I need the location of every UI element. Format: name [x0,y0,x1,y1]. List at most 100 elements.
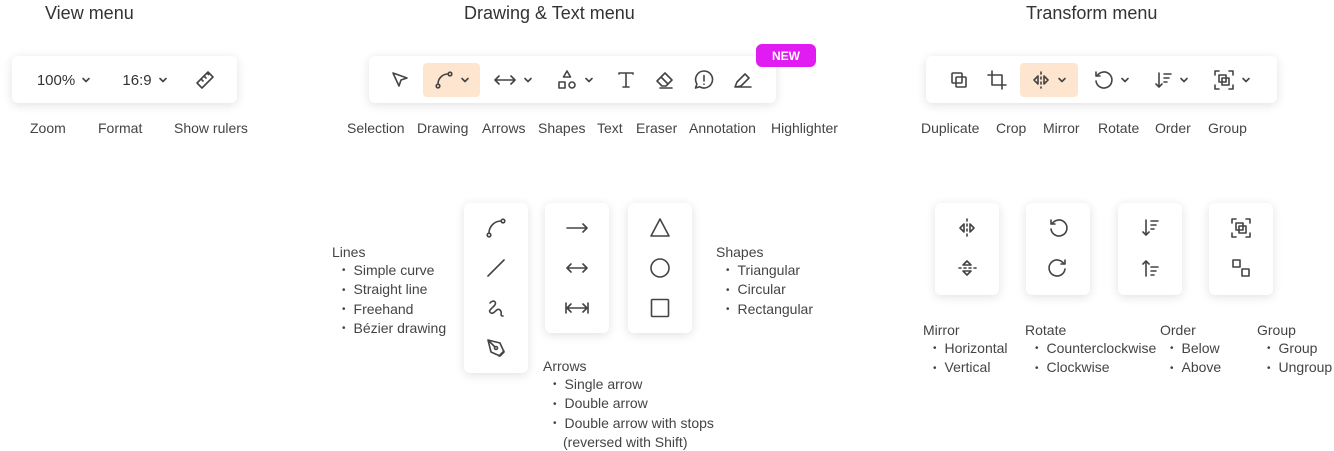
lines-description: LinesSimple curveStraight lineFreehandBé… [332,243,446,338]
eraser-icon [656,72,673,89]
mirror-heading: Mirror [923,322,960,338]
duplicate-label: Duplicate [921,120,980,136]
list-item: Bézier drawing [332,319,447,338]
order-heading: Order [1160,322,1196,338]
zoom-label: Zoom [30,120,66,136]
curve-icon [434,71,453,89]
eraser-label: Eraser [636,120,678,136]
bezier-pen-icon[interactable] [485,337,507,359]
group-submenu [1209,203,1273,295]
mirror-submenu [935,203,999,295]
list-item: Group [1257,339,1332,358]
mirror-horizontal-icon[interactable] [956,217,978,239]
format-value: 16:9 [122,71,152,89]
ungroup-icon[interactable] [1230,257,1252,279]
duplicate-icon [951,72,967,88]
chevron-down-icon [585,77,593,83]
arrows-submenu [545,203,609,333]
mirror-label: Mirror [1043,120,1080,136]
format-dropdown[interactable]: 16:9 [110,63,180,97]
chevron-down-icon [1242,77,1250,83]
group-icon[interactable] [1230,217,1252,239]
bring-above-icon[interactable] [1139,257,1161,279]
chevron-down-icon [158,77,167,83]
rotate-counterclockwise-icon[interactable] [1047,217,1069,239]
order-submenu [1118,203,1182,295]
group-icon [1214,70,1234,90]
zoom-value: 100% [36,71,76,89]
chevron-down-icon [1121,77,1129,83]
annotation-icon [694,70,714,89]
chevron-down-icon [1180,77,1188,83]
rotate-button[interactable] [1086,63,1136,97]
rotate-heading: Rotate [1025,322,1067,338]
ruler-icon [196,71,214,89]
group-button[interactable] [1206,63,1258,97]
annotation-label: Annotation [689,120,756,136]
chevron-down-icon [1058,77,1066,83]
group-heading: Group [1257,322,1296,338]
order-icon [1155,72,1172,88]
rotate-description: RotateCounterclockwiseClockwise [1025,321,1156,378]
arrows-label: Arrows [482,120,526,136]
highlighter-label: Highlighter [771,120,838,136]
group-description: GroupGroupUngroup [1257,321,1332,378]
crop-button[interactable] [980,63,1014,97]
drawing-button[interactable] [423,63,480,97]
view-toolbar: 100% 16:9 [12,56,237,103]
order-button[interactable] [1146,63,1196,97]
list-item: Circular [716,280,813,299]
rotate-label: Rotate [1098,120,1140,136]
new-badge: NEW [756,44,816,67]
selection-button[interactable] [383,63,417,97]
list-item: Straight line [332,280,446,299]
zoom-dropdown[interactable]: 100% [26,63,102,97]
shapes-description: ShapesTriangularCircularRectangular [716,243,813,319]
triangle-icon[interactable] [649,217,671,239]
shapes-submenu [628,203,692,333]
annotation-button[interactable] [687,63,721,97]
freehand-icon[interactable] [485,297,507,319]
drawing-label: Drawing [417,120,469,136]
lines-submenu [464,203,528,373]
rectangle-icon[interactable] [649,297,671,319]
crop-label: Crop [996,120,1027,136]
simple-curve-icon[interactable] [485,217,507,239]
text-label: Text [597,120,623,136]
arrows-description: ArrowsSingle arrowDouble arrowDouble arr… [543,357,714,451]
arrows-heading: Arrows [543,358,587,374]
drawing-menu-title: Drawing & Text menu [464,3,635,23]
circle-icon[interactable] [649,257,671,279]
show-rulers-button[interactable] [188,63,222,97]
highlighter-icon [734,73,752,88]
mirror-horizontal-icon [1033,71,1049,89]
double-arrow-icon [494,75,516,85]
send-below-icon[interactable] [1139,217,1161,239]
lines-heading: Lines [332,244,366,260]
chevron-down-icon [82,77,90,83]
show-rulers-label: Show rulers [174,120,248,136]
eraser-button[interactable] [648,63,682,97]
arrows-button[interactable] [487,63,539,97]
mirror-button[interactable] [1020,63,1078,97]
shapes-button[interactable] [549,63,601,97]
list-item: Vertical [923,358,1008,377]
list-item: Above [1160,358,1222,377]
highlighter-button[interactable] [726,63,760,97]
list-item-note: (reversed with Shift) [563,433,688,450]
single-arrow-icon[interactable] [565,217,589,239]
double-arrow-stops-icon[interactable] [565,297,589,319]
list-item: Triangular [716,261,813,280]
straight-line-icon[interactable] [485,257,507,279]
mirror-vertical-icon[interactable] [956,257,978,279]
text-button[interactable] [609,63,643,97]
duplicate-button[interactable] [942,63,976,97]
list-item: Freehand [332,300,446,319]
rotate-clockwise-icon[interactable] [1047,257,1069,279]
chevron-down-icon [460,77,469,83]
list-item: Clockwise [1025,358,1156,377]
order-description: OrderBelowAbove [1160,321,1221,378]
selection-label: Selection [347,120,405,136]
double-arrow-icon[interactable] [565,257,589,279]
shapes-icon [558,70,576,89]
